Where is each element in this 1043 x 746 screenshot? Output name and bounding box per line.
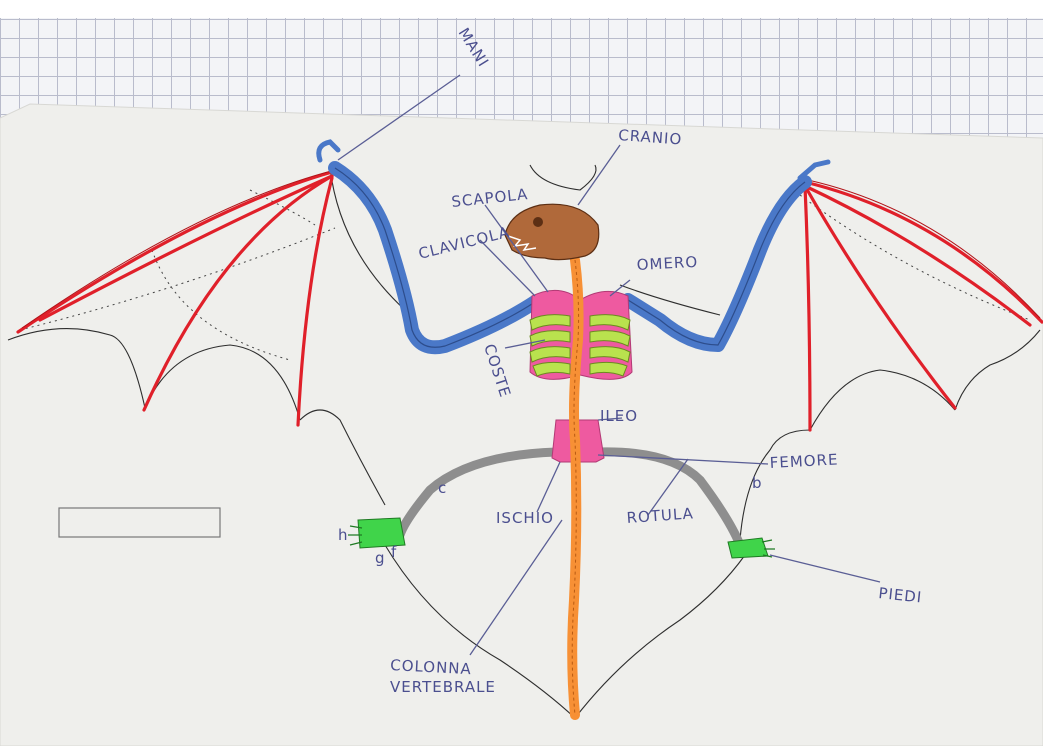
letter-g: g: [375, 549, 386, 567]
letter-c: c: [438, 479, 447, 497]
letter-b: b: [752, 474, 763, 492]
label-omero: OMERO: [636, 253, 698, 274]
letter-f: f: [391, 543, 397, 561]
letter-h: h: [338, 526, 349, 544]
label-mani: MANI: [455, 25, 493, 71]
label-ischio: ISCHIO: [496, 509, 554, 527]
label-ileo: ILEO: [600, 407, 638, 425]
label-vertebrale: VERTEBRALE: [390, 678, 496, 696]
label-femore: FEMORE: [769, 450, 839, 472]
